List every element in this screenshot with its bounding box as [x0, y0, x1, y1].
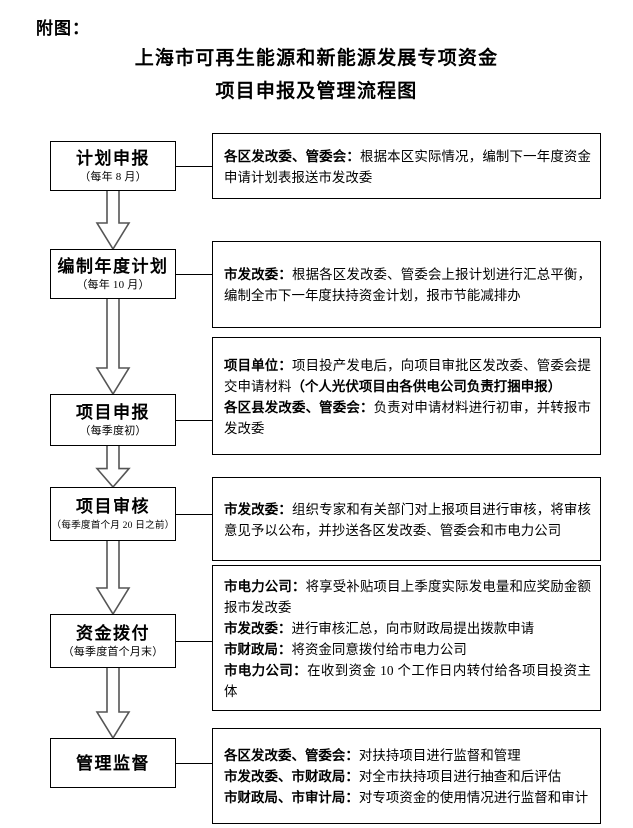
connector-line-fund-disbursement	[176, 641, 212, 642]
stage-schedule-compile-annual-plan: （每年 10 月）	[76, 278, 150, 291]
description-actor: 市电力公司：	[224, 662, 308, 678]
flow-arrow-down-5	[95, 668, 131, 738]
stage-box-compile-annual-plan[interactable]: 编制年度计划 （每年 10 月）	[50, 249, 176, 299]
description-line-fund-disbursement-4: 市电力公司：在收到资金 10 个工作日内转付给各项目投资主体	[224, 660, 591, 702]
description-actor: 各区发改委、管委会：	[224, 148, 360, 164]
description-text: 对全市扶持项目进行抽查和后评估	[358, 769, 562, 784]
attachment-label: 附图：	[36, 19, 90, 38]
description-box-project-application: 项目单位：项目投产发电后，向项目审批区发改委、管委会提交申请材料（个人光伏项目由…	[212, 337, 601, 455]
stage-schedule-plan-application: （每年 8 月）	[79, 170, 147, 183]
stage-box-project-application[interactable]: 项目申报 （每季度初）	[50, 394, 176, 446]
connector-line-plan-application	[176, 166, 212, 167]
description-text: 进行审核汇总，向市财政局提出拨款申请	[291, 620, 535, 636]
description-actor: 市财政局：	[224, 641, 292, 657]
flow-arrow-down-4	[95, 541, 131, 614]
description-text: 根据各区发改委、管委会上报计划进行汇总平衡，编制全市下一年度扶持资金计划，报市节…	[224, 267, 591, 303]
stage-box-plan-application[interactable]: 计划申报 （每年 8 月）	[50, 141, 176, 191]
stage-box-management-supervision[interactable]: 管理监督	[50, 738, 176, 788]
connector-line-management-supervision	[176, 763, 212, 764]
description-text: 负责对申请材料进行初审，并转报市发改委	[224, 399, 591, 436]
description-actor: 各区县发改委、管委会：	[224, 399, 374, 415]
title-line-1: 上海市可再生能源和新能源发展专项资金	[134, 48, 499, 69]
description-actor: 市发改委、市财政局：	[224, 769, 359, 784]
description-line-compile-annual-plan-1: 市发改委：根据各区发改委、管委会上报计划进行汇总平衡，编制全市下一年度扶持资金计…	[224, 264, 591, 306]
description-box-compile-annual-plan: 市发改委：根据各区发改委、管委会上报计划进行汇总平衡，编制全市下一年度扶持资金计…	[212, 241, 601, 328]
description-line-fund-disbursement-2: 市发改委：进行审核汇总，向市财政局提出拨款申请	[224, 618, 591, 639]
description-text: 对专项资金的使用情况进行监督和审计	[358, 790, 589, 805]
description-box-management-supervision: 各区发改委、管委会：对扶持项目进行监督和管理市发改委、市财政局：对全市扶持项目进…	[212, 728, 601, 824]
description-actor: 市发改委：	[224, 501, 292, 517]
description-actor: 市发改委：	[224, 620, 292, 636]
description-text: 在收到资金 10 个工作日内转付给各项目投资主体	[224, 662, 591, 699]
page-title: 上海市可再生能源和新能源发展专项资金 项目申报及管理流程图	[0, 42, 633, 108]
connector-line-project-review	[176, 514, 212, 515]
description-line-management-supervision-3: 市财政局、市审计局：对专项资金的使用情况进行监督和审计	[224, 787, 591, 808]
stage-name-project-application: 项目申报	[76, 402, 150, 422]
description-text: 根据本区实际情况，编制下一年度资金申请计划表报送市发改委	[224, 148, 592, 185]
flow-arrow-down-2	[95, 299, 131, 394]
description-box-plan-application: 各区发改委、管委会：根据本区实际情况，编制下一年度资金申请计划表报送市发改委	[212, 133, 601, 199]
stage-name-compile-annual-plan: 编制年度计划	[57, 256, 169, 276]
stage-box-project-review[interactable]: 项目审核 （每季度首个月 20 日之前）	[50, 487, 176, 541]
stage-name-plan-application: 计划申报	[76, 148, 150, 168]
stage-schedule-project-review: （每季度首个月 20 日之前）	[51, 519, 175, 531]
flow-arrow-down-3	[95, 446, 131, 487]
description-emphasis: （个人光伏项目由各供电公司负责打捆申报）	[291, 378, 562, 394]
stage-name-fund-disbursement: 资金拨付	[76, 623, 150, 643]
description-actor: 市电力公司：	[224, 578, 306, 594]
description-box-project-review: 市发改委：组织专家和有关部门对上报项目进行审核，将审核意见予以公布，并抄送各区发…	[212, 477, 601, 561]
stage-name-project-review: 项目审核	[76, 496, 150, 516]
description-text: 组织专家和有关部门对上报项目进行审核，将审核意见予以公布，并抄送各区发改委、管委…	[224, 501, 591, 538]
description-text: 对扶持项目进行监督和管理	[358, 748, 521, 763]
description-line-project-review-1: 市发改委：组织专家和有关部门对上报项目进行审核，将审核意见予以公布，并抄送各区发…	[224, 499, 591, 541]
description-line-project-application-1: 项目单位：项目投产发电后，向项目审批区发改委、管委会提交申请材料（个人光伏项目由…	[224, 355, 591, 397]
flow-arrow-down-1	[95, 191, 131, 249]
description-text: 项目投产发电后，向项目审批区发改委、管委会提交申请材料	[224, 357, 591, 394]
description-line-fund-disbursement-3: 市财政局：将资金同意拨付给市电力公司	[224, 639, 591, 660]
description-actor: 市发改委：	[224, 267, 292, 282]
description-actor: 市财政局、市审计局：	[224, 790, 359, 805]
stage-name-management-supervision: 管理监督	[76, 753, 150, 773]
description-line-management-supervision-2: 市发改委、市财政局：对全市扶持项目进行抽查和后评估	[224, 766, 591, 787]
connector-line-compile-annual-plan	[176, 274, 212, 275]
description-line-fund-disbursement-1: 市电力公司：将享受补贴项目上季度实际发电量和应奖励金额报市发改委	[224, 576, 591, 618]
description-line-plan-application-1: 各区发改委、管委会：根据本区实际情况，编制下一年度资金申请计划表报送市发改委	[224, 146, 591, 188]
description-box-fund-disbursement: 市电力公司：将享受补贴项目上季度实际发电量和应奖励金额报市发改委市发改委：进行审…	[212, 565, 601, 711]
title-line-2: 项目申报及管理流程图	[215, 81, 418, 102]
stage-box-fund-disbursement[interactable]: 资金拨付 （每季度首个月末）	[50, 614, 176, 668]
description-text: 将享受补贴项目上季度实际发电量和应奖励金额报市发改委	[224, 578, 591, 615]
description-line-management-supervision-1: 各区发改委、管委会：对扶持项目进行监督和管理	[224, 745, 591, 766]
description-text: 将资金同意拨付给市电力公司	[291, 641, 467, 657]
description-line-project-application-2: 各区县发改委、管委会：负责对申请材料进行初审，并转报市发改委	[224, 397, 591, 439]
stage-schedule-fund-disbursement: （每季度首个月末）	[62, 645, 164, 658]
stage-schedule-project-application: （每季度初）	[79, 424, 147, 437]
description-actor: 各区发改委、管委会：	[224, 748, 359, 763]
connector-line-project-application	[176, 420, 212, 421]
description-actor: 项目单位：	[224, 357, 292, 373]
